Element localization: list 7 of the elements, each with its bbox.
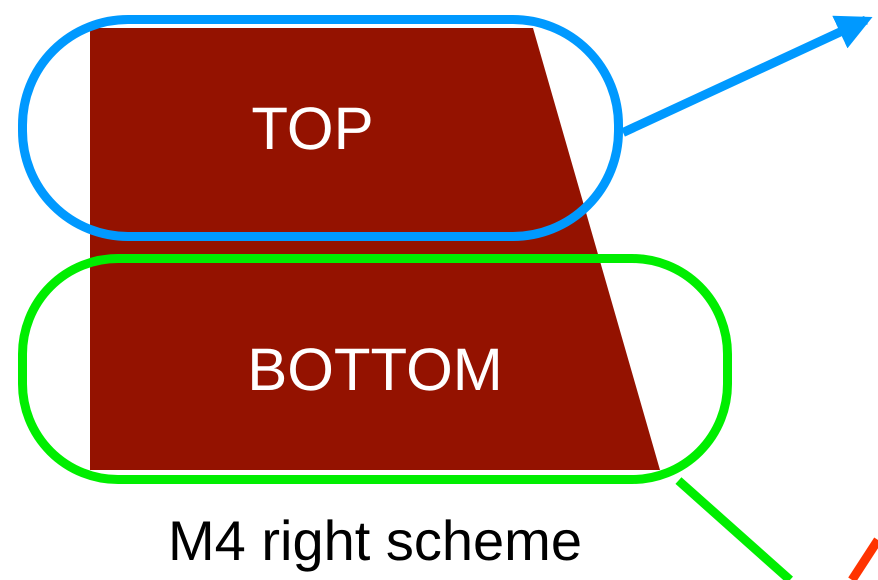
caption: M4 right scheme <box>168 509 582 572</box>
node-label: BOTTOM <box>247 334 503 404</box>
connector-line <box>675 477 793 580</box>
rounded-outline <box>18 15 623 241</box>
rounded-outline <box>18 254 732 484</box>
arrow <box>621 16 873 137</box>
node-label: TOP <box>251 94 374 162</box>
